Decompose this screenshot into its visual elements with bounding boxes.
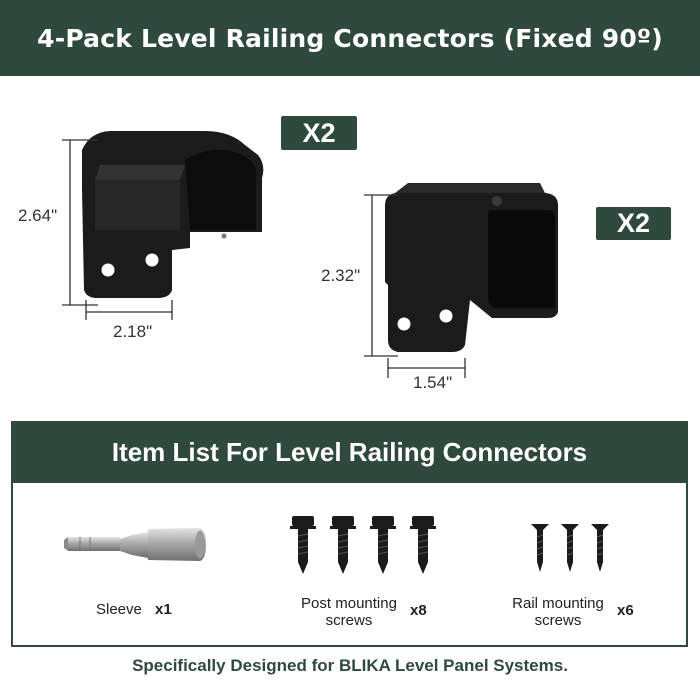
square-connector-dimension-lines <box>364 194 466 378</box>
sleeve-label: Sleeve <box>96 601 142 618</box>
square-connector-quantity-badge: X2 <box>596 207 671 240</box>
flat-screw-icon <box>531 524 609 572</box>
square-connector-height-label: 2.32" <box>321 266 361 285</box>
rail-screws-label-line2: screws <box>534 612 582 629</box>
round-connector-height-label: 2.64" <box>18 206 58 225</box>
round-connector-image <box>82 131 264 298</box>
square-connector-width-label: 1.54" <box>413 373 453 392</box>
rail-screws-label: Rail mounting screws <box>502 595 614 629</box>
item-list-title: Item List For Level Railing Connectors <box>11 421 688 483</box>
socket-sleeve-icon <box>64 528 206 561</box>
post-screws-quantity: x8 <box>410 602 427 619</box>
round-connector-dimension-lines <box>62 139 173 320</box>
hex-screw-icon <box>290 516 436 574</box>
rail-screws-quantity: x6 <box>617 602 634 619</box>
post-screws-label-line2: screws <box>325 612 373 629</box>
post-screws-label-line1: Post mounting <box>301 595 397 612</box>
product-illustration <box>62 131 558 378</box>
square-connector-image <box>385 183 558 352</box>
rail-screws-label-line1: Rail mounting <box>512 595 604 612</box>
page-title: 4-Pack Level Railing Connectors (Fixed 9… <box>0 0 700 76</box>
round-connector-quantity-badge: X2 <box>281 116 357 150</box>
round-connector-width-label: 2.18" <box>113 322 153 341</box>
post-screws-label: Post mounting screws <box>292 595 406 629</box>
sleeve-quantity: x1 <box>155 601 172 618</box>
compatibility-note: Specifically Designed for BLIKA Level Pa… <box>132 656 568 675</box>
